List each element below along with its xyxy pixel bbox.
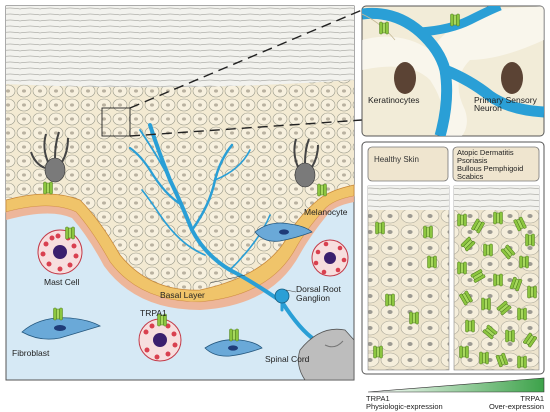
expression-legend: TRPA1 Physiologic-expression TRPA1 Over-… xyxy=(366,377,545,411)
sensory-nerve-fibers xyxy=(128,123,317,342)
healthy-tissue xyxy=(367,185,450,371)
legend-right-line2: Over-expression xyxy=(489,402,544,411)
disease-label-4: Scabics xyxy=(457,172,484,181)
fibroblast-spinal xyxy=(204,328,263,357)
healthy-skin-label: Healthy Skin xyxy=(374,155,419,164)
zoom-region-box xyxy=(101,107,131,137)
healthy-skin-box xyxy=(367,146,449,182)
melanocyte-right xyxy=(293,138,319,188)
keratinocytes-label: Keratinocytes xyxy=(368,95,420,105)
disease-label-2: Psoriasis xyxy=(457,156,488,165)
melanocyte-label: Melanocyte xyxy=(304,207,348,217)
spinal-cord xyxy=(297,328,355,381)
mast-cell-bottom xyxy=(138,313,182,362)
main-skin-panel: Melanocyte Mast Cell Basal Layer Dorsal … xyxy=(5,5,355,381)
basal-layer-label: Basal Layer xyxy=(160,290,205,300)
zoom-panel: Keratinocytes Primary Sensory Neuron xyxy=(361,5,545,137)
trpa1-label: TRPA1 xyxy=(140,308,167,318)
expression-gradient-wedge xyxy=(367,377,545,393)
spinal-cord-label: Spinal Cord xyxy=(265,354,310,364)
primary-sensory-label-line1: Primary Sensory xyxy=(474,95,538,105)
disease-label-3: Bullous Pemphigoid xyxy=(457,164,523,173)
mast-cell-right xyxy=(311,239,349,277)
zoom-connector-lines xyxy=(129,9,363,137)
legend-left-line2: Physiologic-expression xyxy=(366,402,443,411)
primary-sensory-label-line2: Neuron xyxy=(474,103,502,113)
legend-left-line1: TRPA1 xyxy=(366,394,390,403)
drg-label-line2: Ganglion xyxy=(296,293,330,303)
diseased-tissue xyxy=(453,185,540,371)
fibroblast-label: Fibroblast xyxy=(12,348,50,358)
fibroblast-right xyxy=(254,222,313,242)
dorsal-root-ganglion xyxy=(274,288,290,304)
melanocyte-left xyxy=(30,131,69,183)
drg-label-line1: Dorsal Root xyxy=(296,284,342,294)
disease-box xyxy=(452,146,540,182)
comparison-panel: Healthy Skin Atopic Dermatitis Psoriasis… xyxy=(361,141,545,375)
mast-cell-label: Mast Cell xyxy=(44,277,80,287)
mast-cell-left xyxy=(37,226,83,275)
disease-label-1: Atopic Dermatitis xyxy=(457,148,514,157)
fibroblast-bottom xyxy=(21,307,101,340)
legend-right-line1: TRPA1 xyxy=(520,394,544,403)
